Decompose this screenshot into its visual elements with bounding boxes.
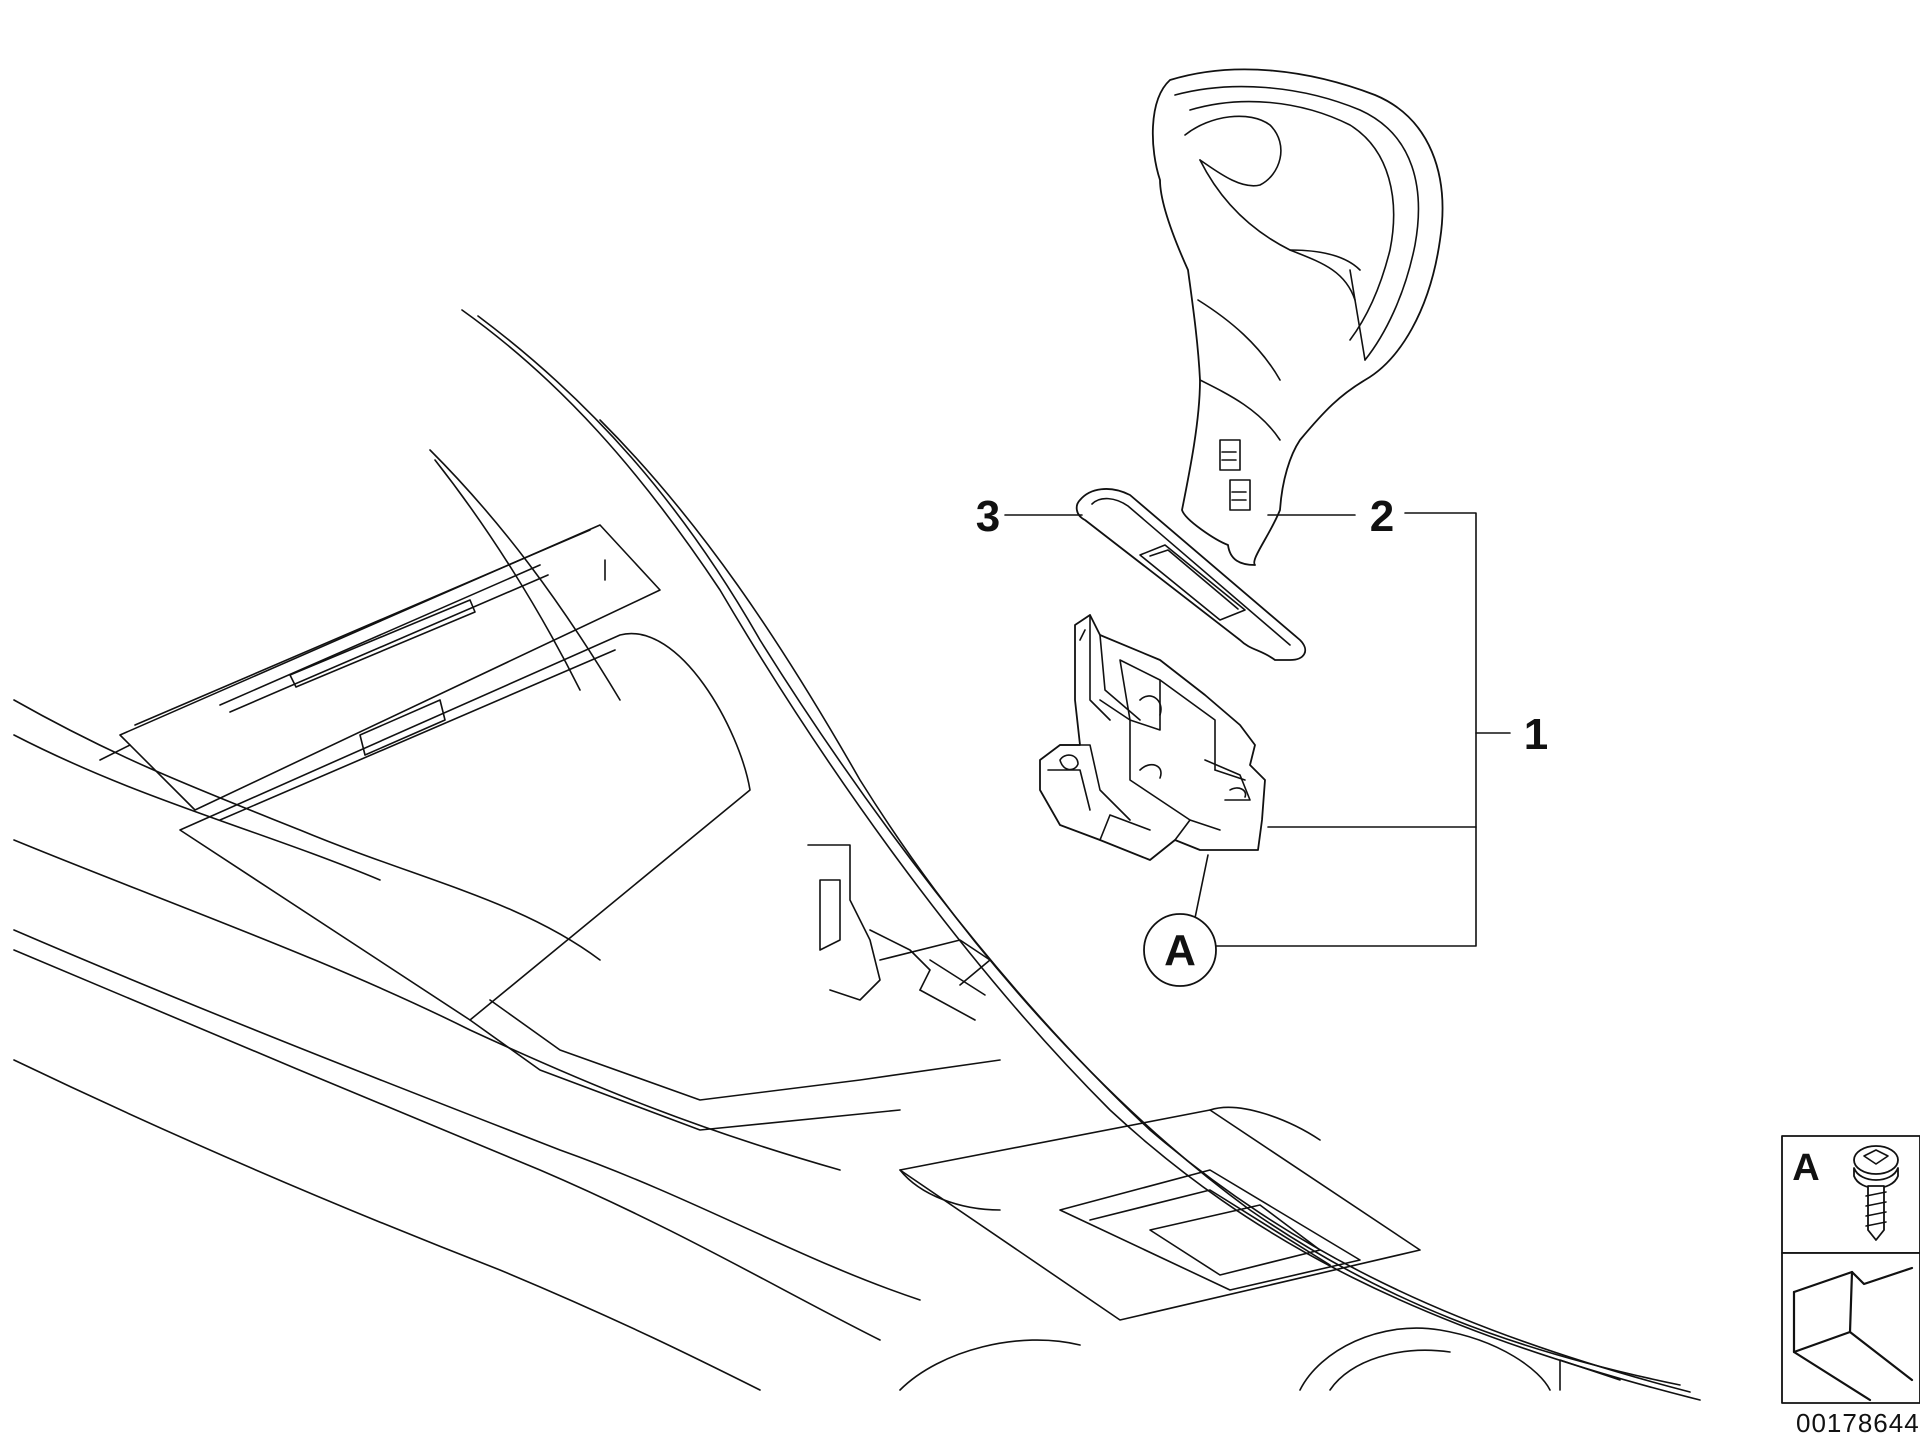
direction-arrow-icon [1792, 1266, 1914, 1402]
reference-number: 00178644 [1796, 1408, 1920, 1438]
screw-icon [1853, 1145, 1899, 1241]
shifter-bracket-part [1039, 614, 1266, 861]
callout-a-label: A [1164, 926, 1196, 975]
leader-lines [1004, 512, 1511, 947]
callout-3-label: 3 [976, 492, 1000, 541]
inset-panel: A 00178644 [1781, 1135, 1920, 1438]
callout-a-circle [1143, 913, 1217, 987]
callout-labels: 3 2 1 A [976, 492, 1548, 987]
center-console-drawing [13, 309, 1701, 1401]
callout-1-label: 1 [1524, 710, 1548, 759]
inset-a-label: A [1792, 1147, 1819, 1189]
callout-2-label: 2 [1370, 492, 1394, 541]
gear-knob-part [1151, 68, 1444, 566]
cover-plate-part [1075, 488, 1307, 661]
